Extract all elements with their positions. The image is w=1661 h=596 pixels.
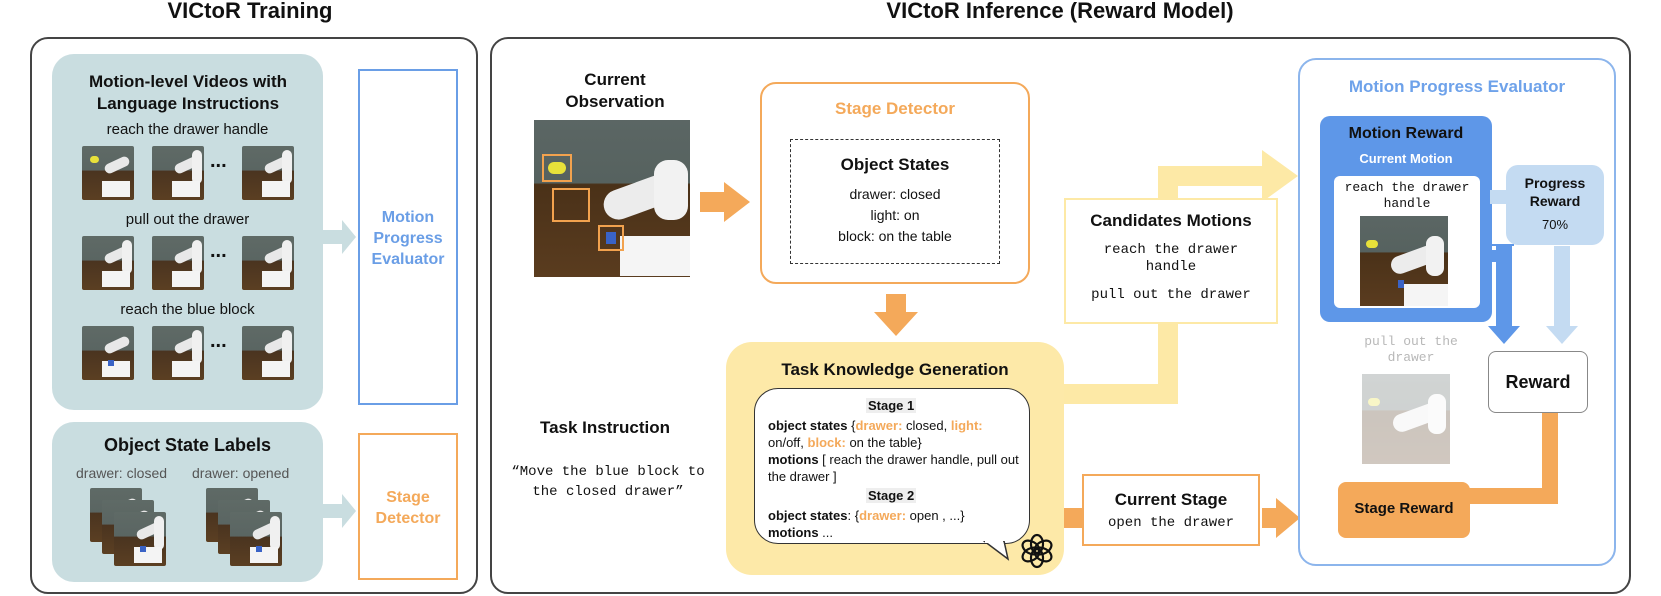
training-mpe-label: Motion Progress Evaluator bbox=[371, 209, 445, 268]
training-arrows bbox=[322, 220, 356, 528]
connector-motion-to-progress bbox=[1490, 190, 1508, 204]
stage-2-label: Stage 2 bbox=[866, 488, 917, 503]
current-observation-title: Current Observation bbox=[565, 70, 665, 111]
video-frame bbox=[242, 146, 294, 200]
stage-1-content: object states {drawer: closed, light: on… bbox=[768, 417, 1020, 485]
s1-key-light: light: bbox=[950, 418, 983, 433]
clip-label-1: reach the drawer handle bbox=[106, 121, 269, 138]
inference-title: VICtoR Inference (Reward Model) bbox=[886, 0, 1234, 23]
training-stage-box bbox=[358, 433, 458, 580]
stage-1-label: Stage 1 bbox=[866, 398, 917, 413]
object-state-block: block: on the table bbox=[838, 228, 952, 244]
candidate-motion-1: reach the drawer handle bbox=[1103, 242, 1239, 275]
s2-os-label: object states bbox=[768, 508, 848, 523]
observation-image bbox=[534, 120, 690, 277]
video-frame bbox=[152, 236, 204, 290]
task-instruction-title: Task Instruction bbox=[539, 418, 671, 437]
stage-reward-title: Stage Reward bbox=[1354, 500, 1454, 517]
video-frame bbox=[82, 326, 134, 380]
object-state-labels-title: Object State Labels bbox=[103, 435, 272, 455]
s1-os-label: object states bbox=[768, 418, 848, 433]
training-stage-label: Stage Detector bbox=[375, 489, 441, 527]
clip-label-2: pull out the drawer bbox=[125, 211, 250, 228]
candidates-box bbox=[1064, 198, 1278, 324]
task-instruction-text: “Move the blue block to the closed drawe… bbox=[511, 464, 705, 500]
s1-val-block: on the table} bbox=[845, 435, 922, 450]
video-frame bbox=[152, 326, 204, 380]
video-frame bbox=[152, 146, 204, 200]
training-title: VICtoR Training bbox=[167, 0, 333, 23]
ellipsis: ... bbox=[210, 150, 227, 172]
stage-detector-title: Stage Detector bbox=[835, 99, 955, 118]
ellipsis: ... bbox=[210, 240, 227, 262]
current-stage-box bbox=[1082, 474, 1260, 546]
s1-val-drawer: closed, bbox=[902, 418, 948, 433]
clip-label-3: reach the blue block bbox=[120, 301, 255, 318]
s2-motions-label: motions bbox=[768, 525, 819, 540]
motion-videos-title: Motion-level Videos with Language Instru… bbox=[88, 72, 288, 113]
video-frame bbox=[242, 326, 294, 380]
arrow-to-mpe bbox=[322, 220, 356, 254]
speech-bubble bbox=[754, 388, 1030, 544]
candidates-title: Candidates Motions bbox=[1090, 211, 1252, 230]
state-frame bbox=[230, 512, 282, 566]
stage-2-content: object states: {drawer: open , ...} moti… bbox=[768, 507, 1020, 541]
llm-logo-icon bbox=[1021, 533, 1053, 569]
s2-os-open: : { bbox=[847, 508, 860, 523]
object-state-light: light: on bbox=[870, 207, 920, 223]
arrow-detector-to-knowledge bbox=[874, 294, 918, 336]
arrow-to-stage-detector bbox=[322, 494, 356, 528]
state-label-opened: drawer: opened bbox=[192, 465, 290, 481]
reward-box bbox=[1488, 351, 1588, 413]
mpe-title: Motion Progress Evaluator bbox=[1348, 77, 1566, 96]
object-state-drawer: drawer: closed bbox=[849, 186, 941, 202]
mpe-box bbox=[1298, 58, 1616, 566]
current-motion-text: reach the drawer handle bbox=[1344, 180, 1470, 211]
current-stage-value: open the drawer bbox=[1107, 515, 1235, 531]
s2-motions: ... bbox=[818, 525, 834, 540]
task-knowledge-title: Task Knowledge Generation bbox=[781, 360, 1009, 379]
arrow-obs-to-detector bbox=[700, 182, 750, 222]
arrow-progress-to-reward bbox=[1546, 246, 1578, 344]
inference-panel bbox=[490, 37, 1631, 594]
s1-key-block: block: bbox=[807, 435, 846, 450]
s2-val-drawer: open , ...} bbox=[906, 508, 965, 523]
s1-os-open: { bbox=[851, 418, 856, 433]
current-stage-title: Current Stage bbox=[1114, 490, 1228, 509]
ellipsis: ... bbox=[210, 330, 227, 352]
s1-motions: [ reach the drawer handle, pull out the … bbox=[768, 452, 1019, 484]
s2-key-drawer: drawer: bbox=[859, 508, 907, 523]
stage-detector-box bbox=[760, 82, 1030, 284]
current-motion-label: Current Motion bbox=[1359, 151, 1453, 166]
progress-reward-box bbox=[1506, 165, 1604, 245]
s1-motions-label: motions bbox=[768, 452, 819, 467]
state-frame bbox=[114, 512, 166, 566]
s1-val-light: on/off, bbox=[768, 435, 804, 450]
speech-bubble-tail bbox=[982, 541, 1010, 561]
faded-motion-image bbox=[1362, 374, 1450, 464]
candidate-motion-2: pull out the drawer bbox=[1091, 287, 1251, 303]
stage-reward-box bbox=[1338, 482, 1470, 538]
progress-reward-value: 70% bbox=[1541, 217, 1569, 232]
s1-key-drawer: drawer: bbox=[855, 418, 903, 433]
motion-reward-title: Motion Reward bbox=[1348, 125, 1464, 142]
faded-motion-text: pull out the drawer bbox=[1364, 334, 1458, 365]
video-frame bbox=[82, 146, 134, 200]
training-panel bbox=[30, 37, 478, 594]
video-frame bbox=[242, 236, 294, 290]
progress-reward-title: Progress Reward bbox=[1524, 175, 1586, 209]
state-label-closed: drawer: closed bbox=[76, 465, 168, 481]
object-states-title: Object States bbox=[840, 155, 950, 174]
arrow-knowledge-to-stage bbox=[1064, 498, 1300, 538]
object-states-box bbox=[790, 139, 1000, 264]
arrow-knowledge-to-mpe bbox=[1064, 150, 1298, 404]
training-mpe-box bbox=[358, 69, 458, 405]
video-frame bbox=[82, 236, 134, 290]
current-motion-image bbox=[1360, 216, 1448, 306]
reward-title: Reward bbox=[1505, 372, 1571, 392]
